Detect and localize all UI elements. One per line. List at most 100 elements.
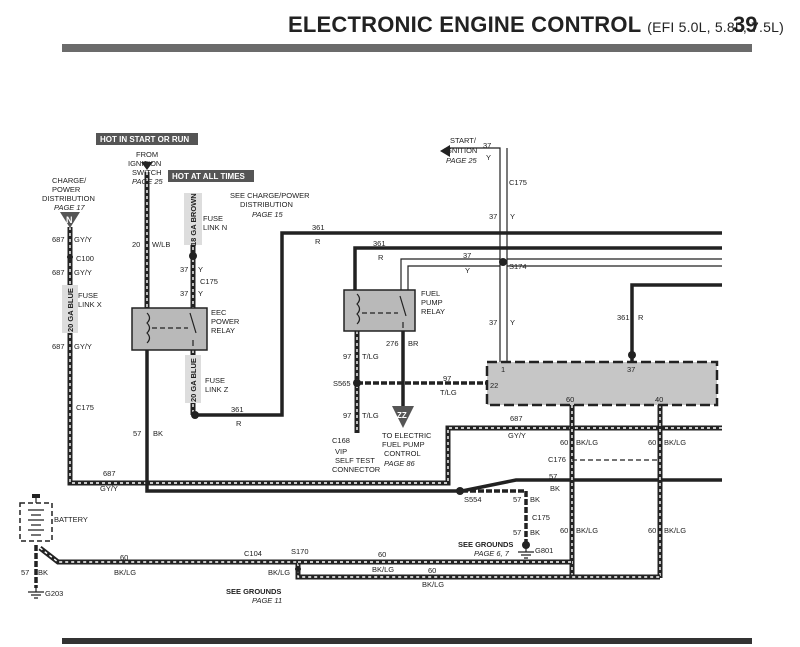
c100-node bbox=[67, 254, 73, 260]
fuse-n-node bbox=[189, 252, 197, 260]
fuse-x-1: FUSE bbox=[78, 291, 98, 300]
charge-3: DISTRIBUTION bbox=[42, 194, 95, 203]
wire-20: 20 bbox=[132, 240, 140, 249]
wire-60-3: 60 bbox=[560, 526, 568, 535]
pin-37-label: 37 bbox=[627, 365, 635, 374]
wire-60-5: 60 bbox=[120, 553, 128, 562]
wire-60-3c: BK/LG bbox=[576, 526, 598, 535]
wire-687-5c: GY/Y bbox=[508, 431, 526, 440]
battery-terminal-icon bbox=[32, 494, 40, 498]
title-rule bbox=[62, 44, 752, 52]
wire-37-5c: Y bbox=[465, 266, 470, 275]
fuse-z-2: LINK Z bbox=[205, 385, 229, 394]
wire-57-2c: BK bbox=[550, 484, 560, 493]
fuse-z-node bbox=[191, 411, 199, 419]
fuse-x-2: LINK X bbox=[78, 300, 102, 309]
hot-all-times-tag bbox=[168, 170, 254, 182]
wire-37-y-top bbox=[450, 147, 508, 162]
pin-22-label: 22 bbox=[490, 381, 498, 390]
wire-57-5: 57 bbox=[21, 568, 29, 577]
c168-label: C168 bbox=[332, 436, 350, 445]
page-number: 39 bbox=[733, 12, 758, 37]
ignition-arrow-icon bbox=[141, 162, 153, 170]
fp-relay-contact-icon bbox=[399, 295, 407, 328]
wire-687-right-bg bbox=[150, 425, 722, 486]
wire-60-6c: BK/LG bbox=[372, 565, 394, 574]
wire-687-left-bg bbox=[67, 227, 150, 486]
s554-node bbox=[456, 487, 464, 495]
wire-57-bk bbox=[145, 350, 458, 493]
eec-relay-2: POWER bbox=[211, 317, 240, 326]
wire-57-1: 57 bbox=[133, 429, 141, 438]
s174-node bbox=[499, 258, 507, 266]
to-fp-3: CONTROL bbox=[384, 449, 421, 458]
from-ign-1: FROM bbox=[136, 150, 158, 159]
wire-361-3c: R bbox=[236, 419, 242, 428]
vip-1: VIP bbox=[335, 447, 347, 456]
from-ign-page: PAGE 25 bbox=[132, 177, 164, 186]
c176-label: C176 bbox=[548, 455, 566, 464]
to-fp-2: FUEL PUMP bbox=[382, 440, 425, 449]
wire-361-3: 361 bbox=[231, 405, 244, 414]
wire-37-3c: Y bbox=[486, 153, 491, 162]
c175b-label: C175 bbox=[76, 403, 94, 412]
wire-687-2: 687 bbox=[52, 268, 65, 277]
wire-361-r-ecu bbox=[630, 283, 722, 362]
c175c-label: C175 bbox=[509, 178, 527, 187]
wire-60-4c: BK/LG bbox=[664, 526, 686, 535]
vip-3: CONNECTOR bbox=[332, 465, 381, 474]
fuse-n-2: LINK N bbox=[203, 223, 227, 232]
fuse-z-1: FUSE bbox=[205, 376, 225, 385]
wire-687-5: 687 bbox=[510, 414, 523, 423]
from-ign-2: IGNITION bbox=[128, 159, 161, 168]
wire-687-3c: GY/Y bbox=[74, 342, 92, 351]
wire-361-4: 361 bbox=[617, 313, 630, 322]
wire-687-4c: GY/Y bbox=[100, 484, 118, 493]
wire-687-2c: GY/Y bbox=[74, 268, 92, 277]
wire-60-6: 60 bbox=[378, 550, 386, 559]
from-ign-3: SWITCH bbox=[132, 168, 162, 177]
wire-361-r-fp bbox=[353, 246, 722, 290]
see-gnd-a-page: PAGE 6, 7 bbox=[474, 549, 510, 558]
start-2: IGNITION bbox=[444, 146, 477, 155]
wire-361-2c: R bbox=[378, 253, 384, 262]
wire-361-1: 361 bbox=[312, 223, 325, 232]
wire-20c: W/LB bbox=[152, 240, 170, 249]
eec-relay-1: EEC bbox=[211, 308, 227, 317]
see-charge-1: SEE CHARGE/POWER bbox=[230, 191, 310, 200]
wire-276c: BR bbox=[408, 339, 419, 348]
wire-60-4: 60 bbox=[648, 526, 656, 535]
pin-1-label: 1 bbox=[501, 365, 505, 374]
pin-37-node bbox=[628, 351, 636, 359]
wire-361-r-main bbox=[196, 231, 722, 417]
wire-97-2: 97 bbox=[443, 374, 451, 383]
page-title: ELECTRONIC ENGINE CONTROL (EFI 5.0L, 5.8… bbox=[288, 12, 784, 38]
hot-start-run-tag bbox=[96, 133, 198, 145]
wire-60-7: 60 bbox=[428, 566, 436, 575]
wire-37-1c: Y bbox=[198, 265, 203, 274]
g801-ground-icon bbox=[518, 545, 534, 559]
wire-37-6: 37 bbox=[489, 318, 497, 327]
c175d-label: C175 bbox=[532, 513, 550, 522]
to-fp-1: TO ELECTRIC bbox=[382, 431, 432, 440]
wire-97-3: 97 bbox=[343, 411, 351, 420]
eec-relay-coil-icon bbox=[146, 312, 151, 344]
vip-2: SELF TEST bbox=[335, 456, 375, 465]
battery-plates-icon bbox=[28, 497, 44, 536]
eec-processor-module bbox=[485, 360, 719, 407]
g203-ground-icon bbox=[28, 588, 44, 599]
fp-relay-3: RELAY bbox=[421, 307, 445, 316]
wire-361-2: 361 bbox=[373, 239, 386, 248]
to-fp-page: PAGE 86 bbox=[384, 459, 416, 468]
eec-relay-3: RELAY bbox=[211, 326, 235, 335]
fuse-n-1: FUSE bbox=[203, 214, 223, 223]
battery-label: BATTERY bbox=[54, 515, 88, 524]
fp-relay-1: FUEL bbox=[421, 289, 440, 298]
pin-40-label: 40 bbox=[655, 395, 663, 404]
start-1: START/ bbox=[450, 136, 477, 145]
charge-2: POWER bbox=[52, 185, 81, 194]
wire-37-y-fp bbox=[400, 258, 500, 290]
wire-57-4: 57 bbox=[513, 528, 521, 537]
wire-57-4c: BK bbox=[530, 528, 540, 537]
